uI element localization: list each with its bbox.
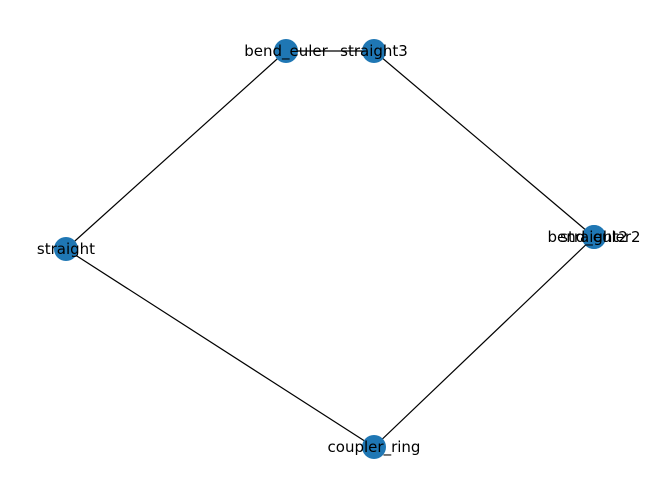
labels-layer: bend_euler straight3 straight straight2bend…: [37, 42, 641, 457]
edge-coupler_ring-straight2: [373, 236, 595, 448]
node-straight3: [362, 39, 386, 63]
edge-straight-coupler_ring: [65, 248, 375, 448]
node-bend_euler: [274, 39, 298, 63]
node-label-straight: straight: [37, 240, 95, 258]
node-label-coupler_ring: coupler_ring: [328, 438, 421, 457]
edges-layer: [65, 50, 595, 448]
node-straight: [54, 237, 78, 261]
edge-bend_euler-straight: [65, 50, 287, 250]
node-label-straight2: straight2: [560, 228, 628, 246]
node-bend_euler2: [582, 225, 606, 249]
node-coupler_ring: [362, 435, 386, 459]
node-label-bend_euler: bend_euler: [244, 42, 328, 61]
edge-straight3-bend_euler2: [373, 50, 595, 238]
nodes-layer: [54, 39, 606, 459]
node-label-straight3: straight3: [340, 42, 408, 60]
node-label-bend_euler2: bend_euler2: [547, 228, 640, 247]
